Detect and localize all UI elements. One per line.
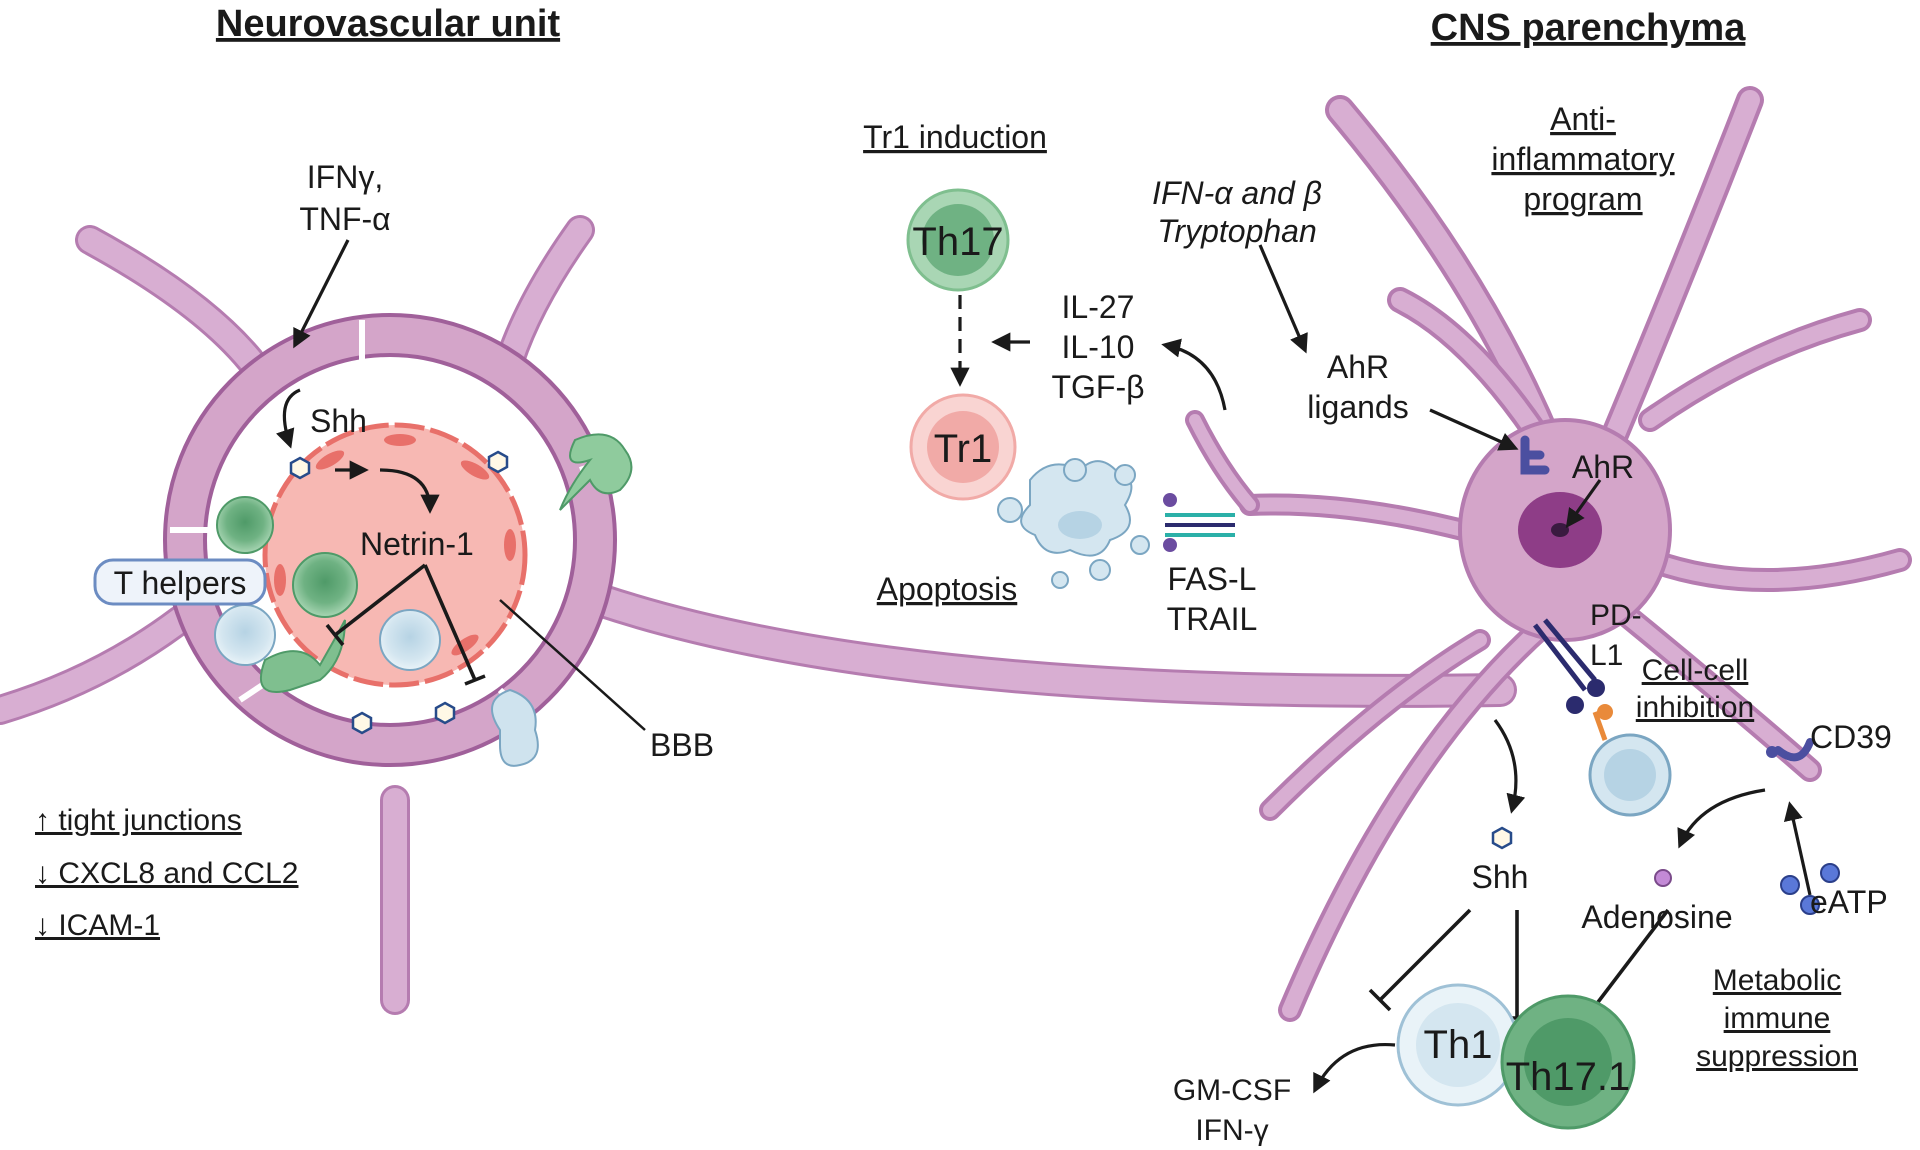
th1-cell [1396, 983, 1520, 1107]
label-tryptophan: Tryptophan [1157, 213, 1317, 249]
label-il27: IL-27 [1062, 289, 1135, 325]
label-cd39: CD39 [1810, 719, 1892, 755]
label-cellcell-2: inhibition [1636, 691, 1754, 724]
label-cxcl8: ↓ CXCL8 and CCL2 [35, 857, 298, 890]
cd39-to-adenosine-arrow [1677, 788, 1766, 849]
th171-cell [1500, 994, 1636, 1130]
vessel-immune-cells [214, 433, 633, 767]
apoptotic-cell [997, 458, 1150, 589]
label-eatp: eATP [1810, 884, 1888, 920]
label-tnf-alpha: TNF-α [299, 201, 390, 237]
label-ifn-ab: IFN-α and β [1152, 175, 1322, 211]
adenosine-molecule [1654, 869, 1672, 887]
blood-vessel [262, 422, 528, 688]
title-left: Neurovascular unit [216, 3, 561, 45]
tr1-cell [909, 393, 1017, 501]
label-ahr-ligands-1: AhR [1327, 349, 1389, 385]
label-ifng: IFN-γ [1195, 1114, 1268, 1147]
label-tr1-induction: Tr1 induction [863, 119, 1047, 155]
label-anti-2: inflammatory [1491, 141, 1674, 177]
pdl1-receptor [1533, 618, 1613, 741]
label-shh-left: Shh [310, 403, 367, 439]
label-tr1: Tr1 [934, 427, 993, 471]
netrin-inhibition [325, 563, 646, 731]
label-anti-3: program [1523, 181, 1642, 217]
astro-to-cytokine-arrow [1161, 338, 1227, 411]
label-t-helpers: T helpers [114, 565, 247, 601]
ahr-ligand-arrow [1429, 408, 1519, 451]
right-astrocyte [1185, 86, 1912, 1022]
ahr-receptor [1520, 435, 1550, 475]
label-trail: TRAIL [1167, 601, 1258, 637]
label-ahr-ligands-2: ligands [1307, 389, 1408, 425]
label-ahr: AhR [1572, 449, 1634, 485]
label-bbb: BBB [650, 727, 714, 763]
label-gmcsf: GM-CSF [1173, 1074, 1291, 1107]
shh-molecules-left [289, 450, 509, 735]
label-ifn-gamma: IFNγ, [307, 159, 383, 195]
right-processes [1185, 86, 1912, 1022]
ifn-arrow [1258, 244, 1308, 354]
label-pdl1-1: PD- [1590, 599, 1642, 632]
t-helpers-badge [93, 558, 267, 606]
eatp-to-cd39-arrow [1783, 801, 1812, 896]
inhibited-t-cell [1588, 733, 1672, 817]
label-il10: IL-10 [1062, 329, 1135, 365]
label-apoptosis: Apoptosis [877, 571, 1018, 607]
astro-to-shh-arrow [1493, 719, 1526, 814]
cd39-enzyme [1774, 738, 1814, 762]
ahr-nucleus-arrow [1565, 479, 1602, 529]
endfeet-ring [167, 317, 613, 763]
label-th171: Th17.1 [1506, 1055, 1631, 1099]
label-metabolic-3: suppression [1696, 1040, 1858, 1073]
title-right: CNS parenchyma [1431, 7, 1747, 49]
left-astrocyte [0, 215, 1517, 1015]
label-tgfb: TGF-β [1051, 369, 1144, 405]
label-pdl1-2: L1 [1590, 639, 1623, 672]
shh-molecule-right [1491, 826, 1513, 850]
label-th17: Th17 [912, 220, 1003, 264]
eatp-molecules [1780, 863, 1840, 915]
label-metabolic-2: immune [1724, 1002, 1831, 1035]
text-layer: Neurovascular unit CNS parenchyma IFNγ, … [35, 3, 1892, 1147]
left-processes [0, 215, 1517, 1015]
label-anti-1: Anti- [1550, 101, 1616, 137]
label-icam: ↓ ICAM-1 [35, 909, 160, 942]
th17-cell [906, 188, 1010, 292]
th1-to-cytokine-arrow [1313, 1042, 1396, 1094]
label-netrin: Netrin-1 [360, 526, 474, 562]
label-th1: Th1 [1424, 1023, 1493, 1067]
label-metabolic-1: Metabolic [1713, 964, 1841, 997]
label-fasl: FAS-L [1168, 561, 1257, 597]
fasl-receptors [1163, 493, 1235, 552]
label-adenosine: Adenosine [1581, 899, 1732, 935]
label-shh-right: Shh [1472, 859, 1529, 895]
label-tight-junctions: ↑ tight junctions [35, 804, 242, 837]
left-arrows [276, 239, 440, 514]
label-cellcell-1: Cell-cell [1642, 654, 1749, 687]
